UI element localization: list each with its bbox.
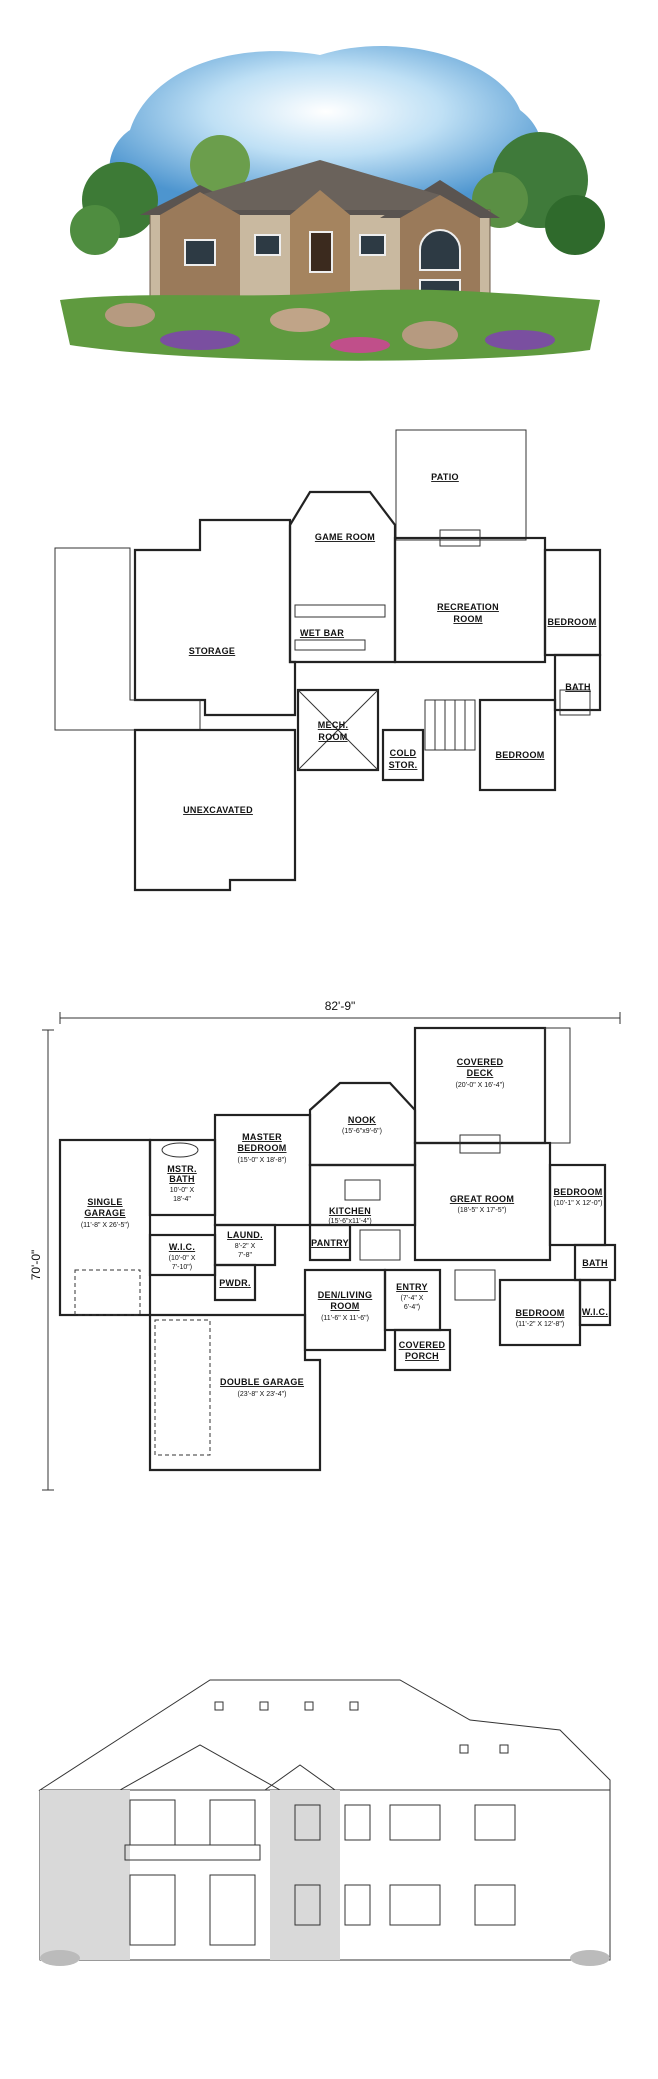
svg-text:8'-2" X: 8'-2" X xyxy=(235,1243,256,1250)
room-label-wet-bar: WET BAR xyxy=(300,628,344,638)
svg-text:7'-10"): 7'-10") xyxy=(172,1264,192,1271)
stairs-1 xyxy=(359,1229,401,1261)
label-den: DEN/LIVING xyxy=(318,1290,373,1300)
svg-text:(23'-8" X 23'-4"): (23'-8" X 23'-4") xyxy=(238,1391,287,1398)
label-great-room: GREAT ROOM xyxy=(450,1194,514,1204)
room-label-mech: MECH. xyxy=(318,720,349,730)
cold-storage-walls xyxy=(381,728,425,782)
house-illustration xyxy=(60,46,605,361)
label-wic-1: W.I.C. xyxy=(169,1242,195,1252)
svg-text:(7'-4" X: (7'-4" X xyxy=(401,1295,424,1302)
svg-text:(11'-6" X 11'-6"): (11'-6" X 11'-6") xyxy=(321,1315,369,1322)
label-single-garage: SINGLE xyxy=(87,1197,122,1207)
basement-floor-plan: PATIO GAME ROOM RECREATION ROOM BEDROOM … xyxy=(0,400,658,920)
main-plan-drawing: 82'-9" 70'-0" xyxy=(29,999,621,1491)
room-label-cold-2: STOR. xyxy=(389,760,418,770)
room-label-bedroom-2: BEDROOM xyxy=(495,750,544,760)
double-garage-walls xyxy=(148,1313,322,1472)
svg-text:(18'-5" X 17'-5"): (18'-5" X 17'-5") xyxy=(458,1207,507,1214)
wic-1-walls xyxy=(148,1233,217,1277)
label-covered-deck: COVERED xyxy=(457,1057,504,1067)
rear-roof xyxy=(38,1679,611,1791)
label-powder: PWDR. xyxy=(219,1278,251,1288)
overall-depth-dimension: 70'-0" xyxy=(29,1250,43,1281)
pantry-walls xyxy=(308,1223,352,1262)
svg-text:PORCH: PORCH xyxy=(405,1351,439,1361)
label-entry: ENTRY xyxy=(396,1282,428,1292)
svg-text:(10'-1" X 12'-0"): (10'-1" X 12'-0") xyxy=(554,1200,603,1207)
room-label-cold: COLD xyxy=(390,748,417,758)
label-bath: BATH xyxy=(582,1258,608,1268)
label-bedroom-2: BEDROOM xyxy=(515,1308,564,1318)
wic-2-walls xyxy=(578,1278,612,1327)
basement-plan-drawing: PATIO GAME ROOM RECREATION ROOM BEDROOM … xyxy=(54,429,602,892)
svg-text:6'-4"): 6'-4") xyxy=(404,1304,420,1311)
svg-text:(20'-0" X 16'-4"): (20'-0" X 16'-4") xyxy=(456,1082,505,1089)
svg-text:BEDROOM: BEDROOM xyxy=(237,1143,286,1153)
label-pantry: PANTRY xyxy=(311,1238,349,1248)
stairs-2 xyxy=(454,1269,496,1301)
room-label-unexcavated: UNEXCAVATED xyxy=(183,805,253,815)
bedroom-2-walls xyxy=(478,698,557,792)
bedroom-1-walls xyxy=(543,548,602,657)
room-label-mech-2: ROOM xyxy=(318,732,347,742)
mech-room-walls xyxy=(296,688,380,772)
svg-text:ROOM: ROOM xyxy=(330,1301,359,1311)
room-label-bath: BATH xyxy=(565,682,591,692)
svg-text:GARAGE: GARAGE xyxy=(84,1208,125,1218)
label-double-garage: DOUBLE GARAGE xyxy=(220,1377,304,1387)
svg-text:(10'-0" X: (10'-0" X xyxy=(169,1255,196,1262)
svg-text:(11'-2" X 12'-8"): (11'-2" X 12'-8") xyxy=(516,1321,564,1328)
room-label-patio: PATIO xyxy=(431,472,459,482)
room-label-game-room: GAME ROOM xyxy=(315,532,375,542)
label-kitchen: KITCHEN xyxy=(329,1206,371,1216)
svg-text:(11'-8" X 26'-5"): (11'-8" X 26'-5") xyxy=(81,1222,129,1229)
label-covered-porch: COVERED xyxy=(399,1340,446,1350)
svg-text:(15'-0" X 18'-8"): (15'-0" X 18'-8") xyxy=(238,1157,287,1164)
svg-text:18'-4": 18'-4" xyxy=(173,1196,191,1203)
bath-walls xyxy=(553,653,602,712)
left-outline xyxy=(54,547,201,731)
svg-text:BATH: BATH xyxy=(169,1174,195,1184)
room-label-recreation-2: ROOM xyxy=(453,614,482,624)
svg-text:7'-8": 7'-8" xyxy=(238,1252,252,1259)
patio-outline xyxy=(395,429,527,541)
label-master-bedroom: MASTER xyxy=(242,1132,282,1142)
room-label-storage: STORAGE xyxy=(189,646,235,656)
label-nook: NOOK xyxy=(348,1115,376,1125)
balcony-railing xyxy=(124,1844,261,1861)
rear-elevation-drawing xyxy=(0,1640,658,2060)
unexcavated-walls xyxy=(133,728,297,892)
room-label-bedroom-1: BEDROOM xyxy=(547,617,596,627)
label-laundry: LAUND. xyxy=(227,1230,263,1240)
svg-text:10'-0" X: 10'-0" X xyxy=(170,1187,195,1194)
covered-porch-walls xyxy=(393,1328,452,1372)
storage-walls xyxy=(133,518,297,717)
rear-elevation-svg xyxy=(38,1679,611,1966)
recreation-room-walls xyxy=(393,536,547,664)
svg-text:(15'-6"x9'-6"): (15'-6"x9'-6") xyxy=(342,1128,382,1135)
overall-width-dimension: 82'-9" xyxy=(325,999,356,1013)
stairs-outline xyxy=(424,699,476,751)
label-bedroom-1: BEDROOM xyxy=(553,1187,602,1197)
svg-text:DECK: DECK xyxy=(467,1068,494,1078)
label-wic-2: W.I.C. xyxy=(582,1307,608,1317)
label-mstr-bath: MSTR. xyxy=(167,1164,197,1174)
deck-stairs xyxy=(544,1027,571,1144)
powder-walls xyxy=(213,1263,257,1302)
svg-text:(15'-6"x11'-4"): (15'-6"x11'-4") xyxy=(328,1218,371,1225)
room-label-recreation: RECREATION xyxy=(437,602,499,612)
main-floor-plan: 82'-9" 70'-0" xyxy=(0,970,658,1530)
single-garage-walls xyxy=(58,1138,152,1317)
kitchen-walls xyxy=(308,1163,417,1227)
front-elevation-rendering xyxy=(0,0,658,380)
